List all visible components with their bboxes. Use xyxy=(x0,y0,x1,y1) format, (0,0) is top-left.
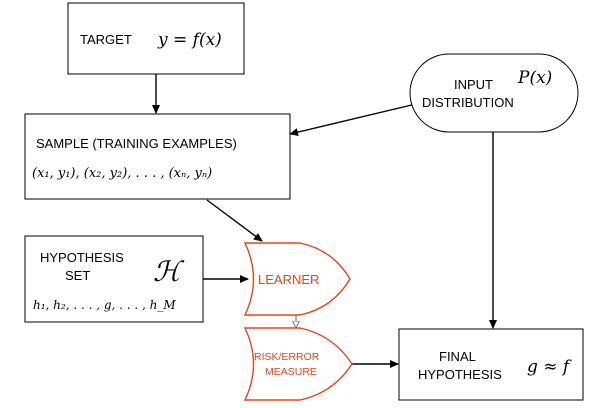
input-distribution-label-line2: DISTRIBUTION xyxy=(422,95,514,110)
final-hypothesis-label-line1: FINAL xyxy=(439,349,476,364)
final-hypothesis-node: FINAL HYPOTHESIS g ≈ f xyxy=(398,328,584,401)
target-label: TARGET xyxy=(80,32,132,47)
sample-formula: (x₁, y₁), (x₂, y₂), . . . , (xₙ, yₙ) xyxy=(32,166,212,181)
arrow-sample-to-learner xyxy=(206,199,263,242)
hypothesis-set-node: HYPOTHESIS SET ℋ h₁, h₂, . . . , g, . . … xyxy=(24,235,204,323)
input-distribution-label-line1: INPUT xyxy=(454,77,493,92)
target-formula: y = f(x) xyxy=(157,30,222,50)
risk-measure-label-line1: RISK/ERROR xyxy=(254,351,320,363)
input-distribution-node: INPUT DISTRIBUTION P(x) xyxy=(409,53,579,133)
learner-node: LEARNER xyxy=(243,242,351,316)
final-hypothesis-formula: g ≈ f xyxy=(527,357,572,377)
risk-measure-label-line2: MEASURE xyxy=(265,366,317,378)
hypothesis-set-symbol: ℋ xyxy=(153,255,185,288)
hypothesis-set-label-line1: HYPOTHESIS xyxy=(40,250,124,265)
hypothesis-set-label-line2: SET xyxy=(65,268,90,283)
input-distribution-formula: P(x) xyxy=(517,68,552,88)
arrow-distribution-to-sample xyxy=(289,102,421,137)
risk-measure-node: RISK/ERROR MEASURE xyxy=(243,327,353,401)
hypothesis-set-formula: h₁, h₂, . . . , g, . . . , h_M xyxy=(33,298,176,312)
final-hypothesis-label-line2: HYPOTHESIS xyxy=(418,367,502,382)
target-node: TARGET y = f(x) xyxy=(67,2,245,75)
sample-label: SAMPLE (TRAINING EXAMPLES) xyxy=(36,136,237,151)
sample-node: SAMPLE (TRAINING EXAMPLES) (x₁, y₁), (x₂… xyxy=(24,113,291,200)
learner-label: LEARNER xyxy=(258,272,319,287)
